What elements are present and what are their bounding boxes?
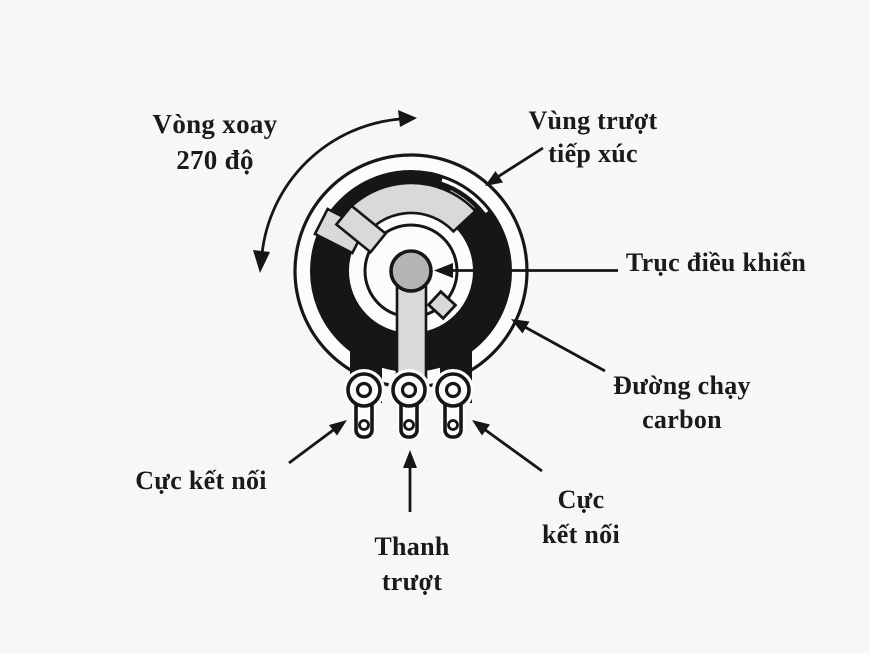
- carbon-track-arrow: [511, 319, 606, 373]
- lug-hole-top: [444, 381, 462, 399]
- wiper-arm-inner-segment: [334, 204, 388, 254]
- arrow-head-icon: [329, 420, 347, 436]
- arrow-head-icon: [472, 420, 490, 436]
- control-shaft-hub: [389, 249, 433, 293]
- rotation-arrow-head-top-icon: [398, 110, 417, 127]
- arrow-head-icon: [403, 450, 417, 468]
- label-terminal-left-line1: Cực kết nối: [135, 466, 267, 495]
- terminal-lug-middle: [388, 369, 430, 441]
- lug-hole-bottom: [447, 419, 459, 431]
- label-terminal-right: Cực kết nối: [542, 482, 620, 552]
- rotation-arc: [260, 117, 401, 255]
- label-contact-line1: Vùng trượt: [528, 106, 658, 135]
- contact-area-arc-outer: [441, 178, 489, 214]
- label-contact-line2: tiếp xúc: [548, 139, 638, 168]
- pointer-arrows: [288, 146, 618, 512]
- terminal-lug-left: [343, 369, 385, 441]
- wiper-contact-pad: [426, 289, 458, 321]
- terminal-lugs: [343, 369, 474, 441]
- label-carbon-line2: carbon: [642, 405, 722, 434]
- shaft-arrow: [434, 263, 618, 278]
- label-carbon-track: Đường chạy carbon: [613, 369, 751, 437]
- lug-hole-bottom: [358, 419, 370, 431]
- label-shaft: Trục điều khiển: [626, 246, 806, 280]
- label-terminal-right-line1: Cực: [557, 485, 605, 514]
- slider-arrow: [403, 450, 417, 512]
- arrow-head-icon: [511, 319, 530, 334]
- lug-hole-top: [355, 381, 373, 399]
- label-terminal-right-line2: kết nối: [542, 520, 620, 549]
- label-shaft-line1: Trục điều khiển: [625, 248, 807, 277]
- arrow-head-icon: [485, 171, 503, 186]
- label-carbon-line1: Đường chạy: [613, 371, 751, 400]
- label-slider-line1: Thanh: [374, 532, 450, 561]
- terminal-lug-right: [432, 369, 474, 441]
- potentiometer-body: [293, 153, 529, 403]
- rotation-arc-arrow: [253, 110, 417, 273]
- contact-area-arrow: [485, 146, 544, 186]
- label-slider: Thanh trượt: [374, 529, 449, 599]
- rotation-arrow-head-bottom-icon: [253, 250, 270, 273]
- label-contact-area: Vùng trượt tiếp xúc: [528, 104, 657, 170]
- arrow-head-icon: [434, 263, 453, 278]
- label-terminal-left: Cực kết nối: [135, 464, 267, 498]
- label-slider-line2: trượt: [381, 567, 443, 596]
- lug-hole-bottom: [403, 419, 415, 431]
- label-rotation-line1: Vòng xoay: [152, 109, 278, 139]
- terminal-left-arrow: [288, 420, 347, 465]
- lug-hole-top: [400, 381, 418, 399]
- label-rotation-ring: Vòng xoay 270 độ: [153, 106, 278, 178]
- terminal-right-arrow: [472, 420, 543, 473]
- label-rotation-line2: 270 độ: [176, 145, 254, 175]
